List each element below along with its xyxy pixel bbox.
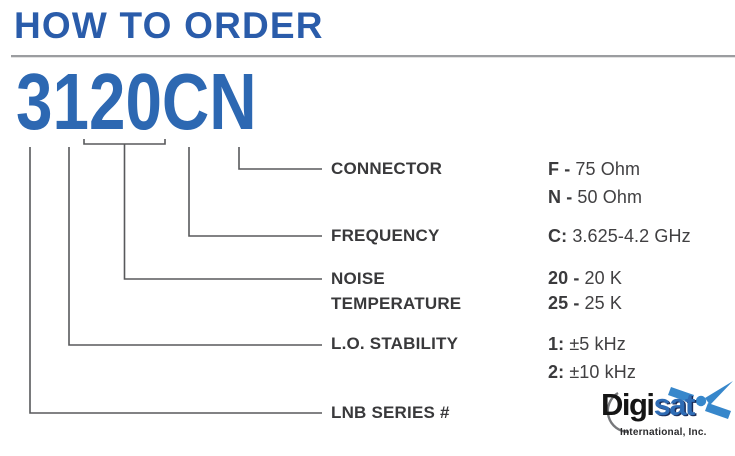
value-text: 25 K <box>584 293 622 313</box>
value-line: F - 75 Ohm <box>548 155 642 183</box>
label-lo-stability: L.O. STABILITY <box>331 334 459 353</box>
value-line: 20 - 20 K <box>548 266 622 291</box>
logo-subtitle: International, Inc. <box>620 427 707 438</box>
value-text: 3.625-4.2 GHz <box>572 226 691 246</box>
values-frequency: C: 3.625-4.2 GHz <box>548 222 691 250</box>
value-line: 1: ±5 kHz <box>548 330 636 358</box>
line-frequency <box>188 147 322 237</box>
line-lo-stability <box>68 147 322 346</box>
logo-graphics <box>606 381 733 434</box>
value-key: 25 - <box>548 293 580 313</box>
value-line: C: 3.625-4.2 GHz <box>548 222 691 250</box>
value-key: 20 - <box>548 268 580 288</box>
value-line: N - 50 Ohm <box>548 183 642 211</box>
label-noise-temperature: NOISE TEMPERATURE <box>331 266 461 316</box>
value-text: 20 K <box>584 268 622 288</box>
values-connector: F - 75 Ohm N - 50 Ohm <box>548 155 642 211</box>
line-connector <box>238 147 322 170</box>
logo-wordmark: Digisat <box>601 387 696 422</box>
value-key: F - <box>548 159 571 179</box>
swoosh-arc-icon <box>606 391 630 434</box>
label-noise-line2: TEMPERATURE <box>331 294 462 313</box>
label-connector: CONNECTOR <box>331 159 443 178</box>
value-text: 50 Ohm <box>577 187 643 207</box>
title-divider <box>11 55 735 58</box>
value-text: ±10 kHz <box>569 362 636 382</box>
label-frequency: FREQUENCY <box>331 226 440 245</box>
page-title: HOW TO ORDER <box>14 5 324 46</box>
value-key: 1: <box>548 334 565 354</box>
values-lo-stability: 1: ±5 kHz 2: ±10 kHz <box>548 330 636 386</box>
satellite-icon <box>668 381 733 419</box>
value-line: 25 - 25 K <box>548 291 622 316</box>
logo-text-digi: Digi <box>601 387 655 422</box>
label-lnb-series: LNB SERIES # <box>331 403 450 422</box>
value-text: 75 Ohm <box>575 159 641 179</box>
value-key: 2: <box>548 362 565 382</box>
value-key: N - <box>548 187 573 207</box>
logo-text-sat: sat <box>653 387 696 422</box>
value-line: 2: ±10 kHz <box>548 358 636 386</box>
value-text: ±5 kHz <box>569 334 626 354</box>
value-key: C: <box>548 226 568 246</box>
values-noise-temperature: 20 - 20 K 25 - 25 K <box>548 266 622 316</box>
digisat-logo: Digisat International, Inc. <box>588 370 735 456</box>
part-number: 3120CN <box>16 57 257 146</box>
bracket-noise-temp <box>83 139 166 145</box>
label-noise-line1: NOISE <box>331 269 385 288</box>
line-noise-temp <box>123 144 322 280</box>
line-lnb-series <box>29 147 322 414</box>
